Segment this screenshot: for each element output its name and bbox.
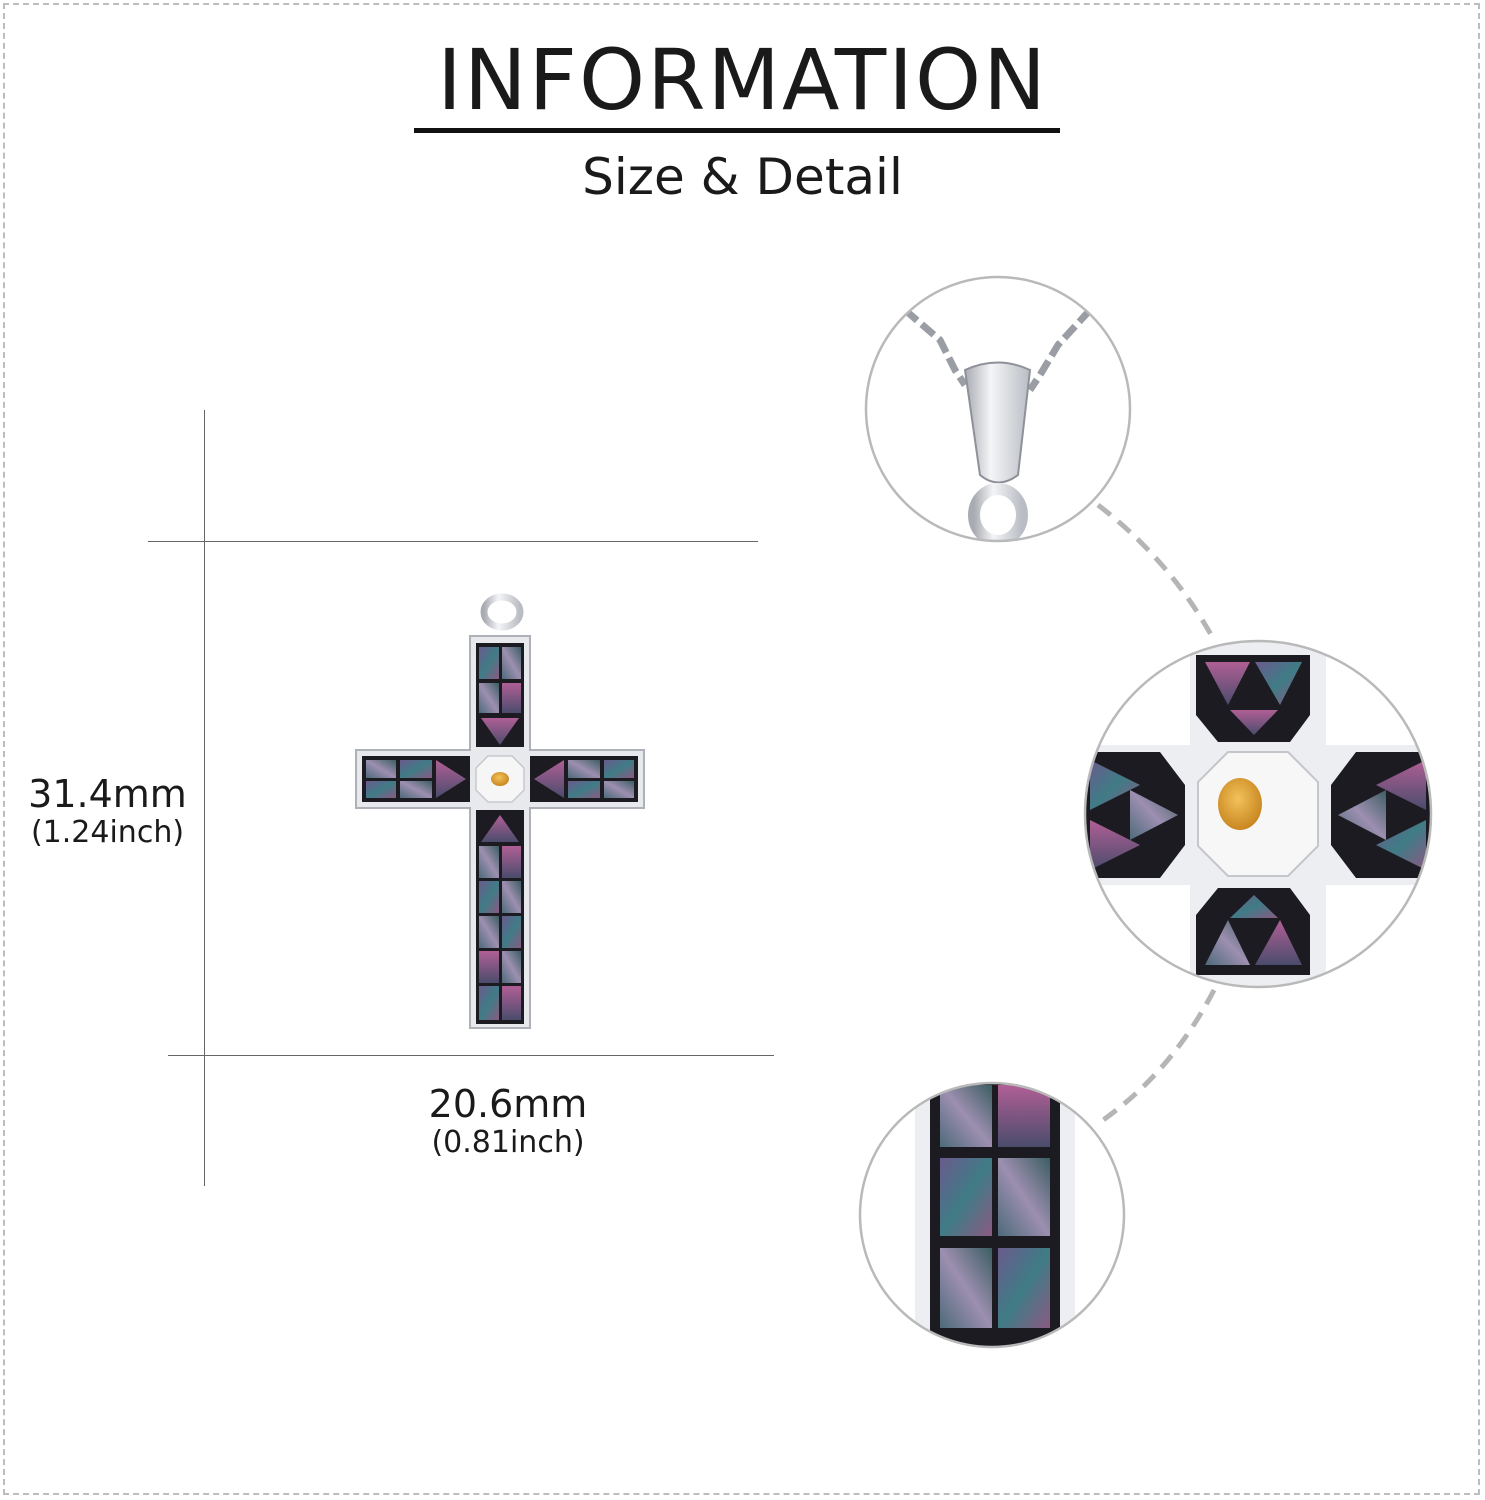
- page-title: INFORMATION: [437, 31, 1048, 129]
- height-inch: (1.24inch): [30, 814, 185, 850]
- page-subtitle: Size & Detail: [582, 148, 903, 206]
- width-mm: 20.6mm: [428, 1082, 588, 1126]
- height-mm: 31.4mm: [28, 772, 187, 816]
- page-border: [3, 3, 1480, 1495]
- connector-top: [1096, 503, 1217, 642]
- center-detail-icon: [1083, 639, 1433, 989]
- width-inch: (0.81inch): [431, 1124, 585, 1160]
- inlay-detail-icon: [858, 1081, 1126, 1349]
- height-label: 31.4mm (1.24inch): [20, 772, 195, 850]
- width-label: 20.6mm (0.81inch): [408, 1082, 608, 1160]
- bottom-dimension-line: [168, 1055, 774, 1056]
- title-underline: [414, 128, 1060, 133]
- connector-bottom: [1094, 988, 1217, 1128]
- bail-detail-icon: [864, 275, 1132, 543]
- top-dimension-line: [148, 541, 758, 542]
- cross-pendant-icon: [355, 593, 645, 1029]
- vertical-dimension-line: [204, 410, 205, 1186]
